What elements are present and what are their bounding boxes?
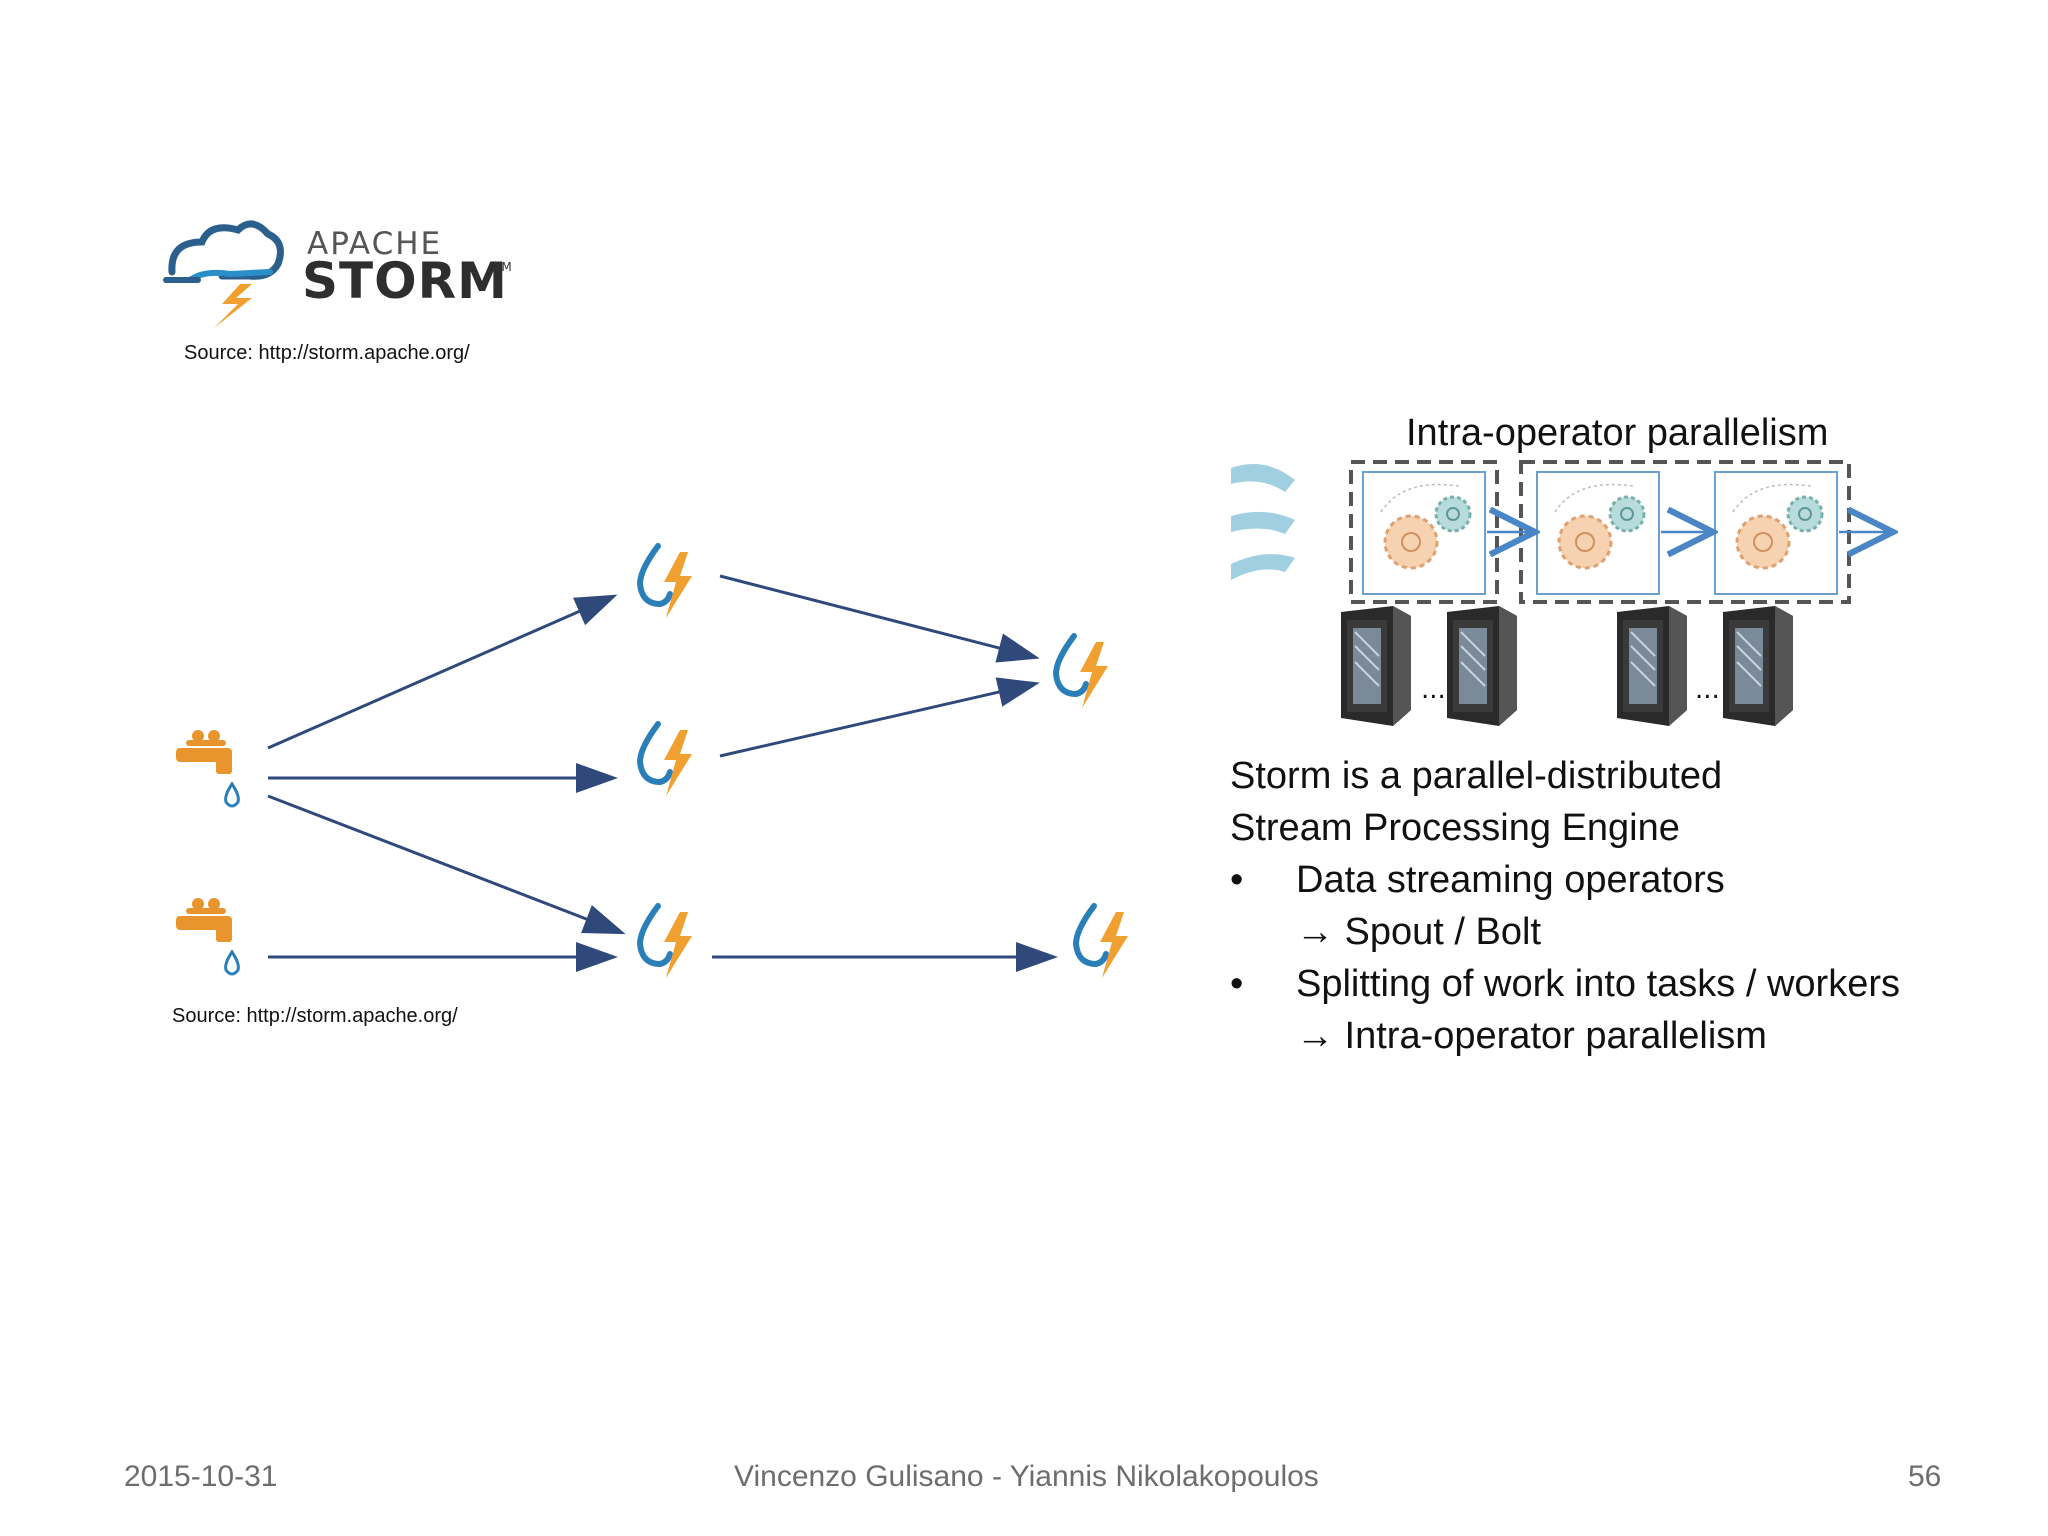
logo-storm-text: STORM — [302, 252, 508, 310]
storm-logo-icon — [163, 220, 284, 328]
bullet-marker: • — [1230, 859, 1244, 901]
edge-bolt1-bolt4 — [719, 574, 1040, 663]
bolt-icon — [1056, 636, 1108, 708]
storm-description: Storm is a parallel-distributed Stream P… — [1230, 750, 1900, 1062]
bolt-icon — [640, 724, 692, 796]
server-icon — [1446, 605, 1518, 727]
source-caption-top: Source: http://storm.apache.org/ — [184, 342, 470, 364]
server-icon — [1722, 605, 1794, 727]
bullet-item: • Data streaming operators — [1230, 854, 1900, 906]
operator-task-icon — [1713, 470, 1839, 596]
input-stream-icon — [1231, 511, 1295, 534]
topology-diagram — [174, 520, 1140, 1000]
bullet-text: Data streaming operators — [1296, 859, 1725, 901]
ellipsis-label: ... — [1695, 675, 1720, 705]
operator-group-1 — [1349, 460, 1499, 604]
footer-authors: Vincenzo Gulisano - Yiannis Nikolakopoul… — [734, 1460, 1319, 1493]
server-icon — [1616, 605, 1688, 727]
edge-spout1-bolt3 — [267, 794, 626, 935]
ellipsis-label: ... — [1421, 675, 1446, 705]
bullet-item: • Splitting of work into tasks / workers — [1230, 958, 1900, 1010]
bullet-subtext: → Intra-operator parallelism — [1296, 1015, 1767, 1057]
bolt-icon — [1076, 906, 1128, 978]
logo-apache-text: APACHE — [307, 226, 443, 262]
input-stream-icon — [1231, 464, 1295, 492]
source-caption-bottom: Source: http://storm.apache.org/ — [172, 1005, 458, 1027]
input-stream-icon — [1231, 554, 1295, 580]
edge-spout1-bolt1 — [267, 594, 618, 750]
spout-icon — [174, 728, 240, 808]
description-line: Stream Processing Engine — [1230, 807, 1680, 849]
description-line: Storm is a parallel-distributed — [1230, 755, 1723, 797]
parallelism-title: Intra-operator parallelism — [1406, 412, 1829, 454]
operator-task-icon — [1535, 470, 1661, 596]
operator-task-icon — [1361, 470, 1487, 596]
bullet-text: Splitting of work into tasks / workers — [1296, 963, 1900, 1005]
footer-date: 2015-10-31 — [124, 1460, 278, 1493]
server-icon — [1340, 605, 1412, 727]
bullet-marker: • — [1230, 963, 1244, 1005]
logo-trademark: TM — [494, 260, 512, 274]
edge-bolt2-bolt4 — [719, 677, 1040, 758]
parallelism-diagram: ... ... — [1231, 460, 1925, 727]
bolt-icon — [640, 546, 692, 618]
footer-page-number: 56 — [1908, 1460, 1942, 1493]
spout-icon — [174, 896, 240, 976]
bullet-subtext: → Spout / Bolt — [1296, 911, 1542, 953]
bolt-icon — [640, 906, 692, 978]
